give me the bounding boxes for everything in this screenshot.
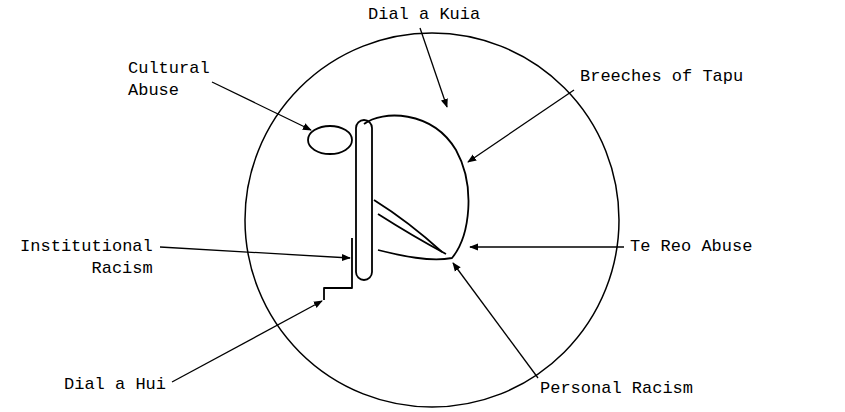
figure-seat	[324, 238, 352, 300]
figure-arm	[356, 120, 372, 280]
leader-line	[172, 301, 322, 382]
hunched-figure	[308, 116, 468, 300]
figure-torso	[364, 116, 468, 260]
callout-label: Dial a Kuia	[368, 4, 480, 26]
leader-line	[453, 263, 538, 378]
figure-leg	[378, 214, 446, 254]
leader-line	[160, 247, 350, 258]
callout-label: Personal Racism	[540, 378, 693, 400]
callout-label: Breeches of Tapu	[580, 66, 743, 88]
enclosing-circle	[245, 33, 619, 407]
leader-line	[212, 82, 311, 130]
leader-line	[468, 90, 574, 162]
leader-line	[420, 28, 447, 107]
figure-head	[308, 126, 352, 154]
leader-lines	[160, 28, 624, 382]
callout-label: Te Reo Abuse	[630, 236, 752, 258]
leader-line	[470, 246, 624, 247]
callout-label: Cultural Abuse	[128, 58, 216, 102]
callout-label: Institutional Racism	[14, 236, 153, 280]
figure-leg	[374, 200, 442, 252]
callout-label: Dial a Hui	[64, 374, 166, 396]
